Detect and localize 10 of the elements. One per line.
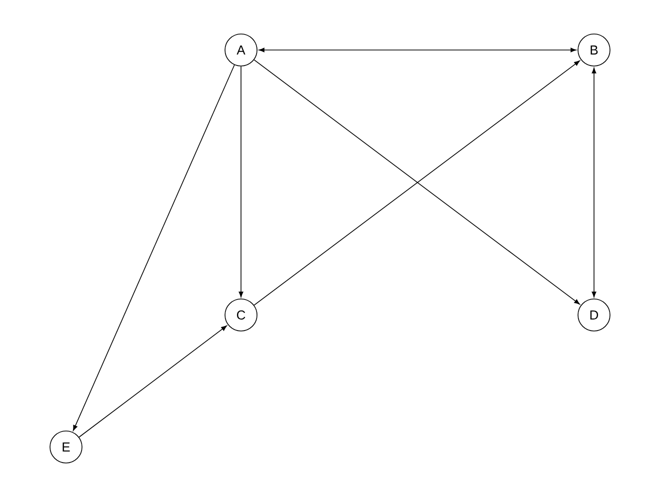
arrow: [238, 66, 244, 298]
graph-node: C: [224, 298, 258, 332]
arrow: [258, 48, 576, 52]
graph-node: B: [578, 34, 610, 66]
graph-node: E: [50, 430, 82, 464]
arrow: [78, 326, 227, 438]
graph-node: A: [224, 34, 258, 66]
arrow: [592, 68, 596, 298]
arrow: [72, 64, 235, 431]
graph-node: D: [578, 298, 610, 332]
